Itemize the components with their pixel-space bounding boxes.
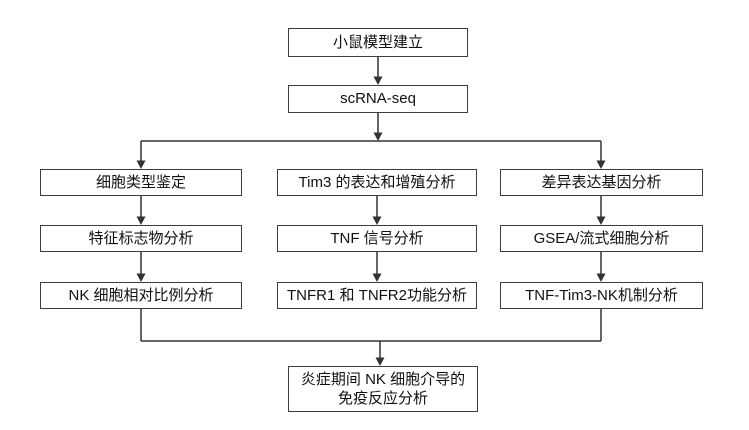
node-scrna-seq-label: scRNA-seq — [340, 90, 416, 108]
node-final-immune-response-line2: 免疫反应分析 — [337, 390, 428, 407]
node-marker-analysis-label: 特征标志物分析 — [88, 229, 194, 247]
arrowhead-final — [375, 357, 385, 366]
node-mouse-model-label: 小鼠模型建立 — [332, 33, 423, 51]
arrowhead-mid-row2 — [372, 216, 382, 225]
arrowhead-left-row2 — [136, 216, 146, 225]
node-marker-analysis: 特征标志物分析 — [40, 225, 242, 252]
node-final-immune-response-line1: 炎症期间 NK 细胞介导的 — [300, 370, 466, 388]
node-tim3-expression-proliferation-label: Tim3 的表达和增殖分析 — [298, 173, 456, 191]
node-nk-proportion-analysis-label: NK 细胞相对比例分析 — [68, 286, 214, 304]
node-gsea-flow-cytometry-label: GSEA/流式细胞分析 — [533, 229, 670, 247]
node-deg-analysis: 差异表达基因分析 — [500, 169, 703, 196]
arrowhead-left-column — [136, 160, 146, 169]
node-tnf-signal-analysis-label: TNF 信号分析 — [330, 229, 424, 247]
node-tnf-signal-analysis: TNF 信号分析 — [277, 225, 477, 252]
node-cell-type-identification-label: 细胞类型鉴定 — [95, 173, 186, 191]
node-nk-proportion-analysis: NK 细胞相对比例分析 — [40, 282, 242, 309]
node-tim3-expression-proliferation: Tim3 的表达和增殖分析 — [277, 169, 477, 196]
node-scrna-seq: scRNA-seq — [288, 85, 468, 113]
node-deg-analysis-label: 差异表达基因分析 — [541, 173, 662, 191]
node-mouse-model: 小鼠模型建立 — [288, 28, 468, 57]
node-cell-type-identification: 细胞类型鉴定 — [40, 169, 242, 196]
arrowhead-right-column — [596, 160, 606, 169]
node-final-immune-response-analysis: 炎症期间 NK 细胞介导的 免疫反应分析 — [288, 366, 478, 412]
node-tnfr1-tnfr2-function-label: TNFR1 和 TNFR2功能分析 — [286, 286, 467, 304]
arrowhead-left-row3 — [136, 273, 146, 282]
node-tnf-tim3-nk-mechanism: TNF-Tim3-NK机制分析 — [500, 282, 703, 309]
node-tnfr1-tnfr2-function: TNFR1 和 TNFR2功能分析 — [277, 282, 477, 309]
node-gsea-flow-cytometry: GSEA/流式细胞分析 — [500, 225, 703, 252]
arrowhead-branch — [373, 132, 383, 141]
arrowhead-scrna — [373, 76, 383, 85]
arrowhead-mid-row3 — [372, 273, 382, 282]
node-tnf-tim3-nk-mechanism-label: TNF-Tim3-NK机制分析 — [525, 286, 678, 304]
arrowhead-right-row2 — [596, 216, 606, 225]
arrowhead-right-row3 — [596, 273, 606, 282]
